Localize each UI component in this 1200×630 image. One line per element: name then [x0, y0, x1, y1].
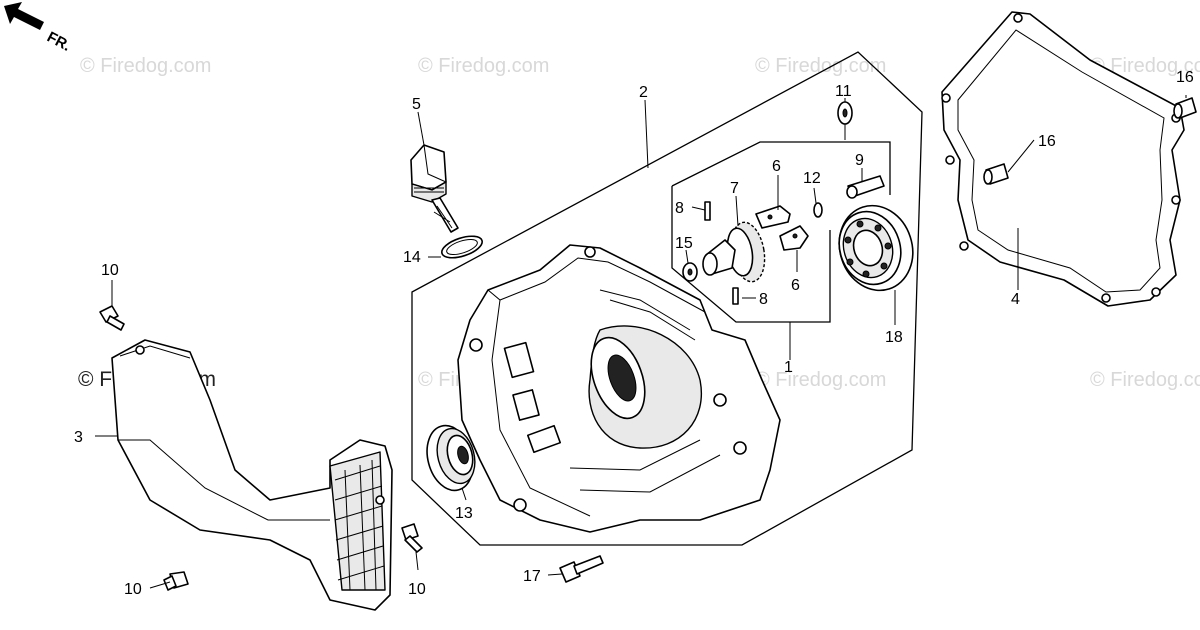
callout-label: 3 — [74, 429, 83, 446]
governor-weight — [755, 205, 791, 229]
callout-label: 2 — [639, 84, 648, 101]
callout-label: 18 — [885, 329, 903, 346]
callout-label: 16 — [1176, 69, 1194, 86]
callout-label: 7 — [730, 180, 739, 197]
governor-weight — [779, 225, 809, 251]
watermark: © Firedog.com — [80, 55, 211, 77]
fan-shroud — [111, 339, 393, 611]
watermark: © Firedog.com — [755, 55, 886, 77]
callout-label: 15 — [675, 235, 693, 252]
callout-label: 6 — [772, 158, 781, 175]
thrust-washer-hole — [842, 108, 848, 118]
callout-label: 6 — [791, 277, 800, 294]
flange-bolt — [401, 523, 423, 553]
front-label: FR. — [44, 29, 73, 55]
pin — [732, 287, 739, 305]
washer-hole — [687, 268, 693, 276]
crankcase-cover — [457, 244, 781, 533]
callout-label: 8 — [759, 291, 768, 308]
governor-gear — [702, 221, 766, 283]
callout-label: 8 — [675, 200, 684, 217]
clip — [813, 202, 823, 218]
callout-label: 13 — [455, 505, 473, 522]
cover-bolt — [559, 555, 604, 583]
flange-bolt — [163, 571, 189, 591]
oil-filler-cap — [410, 144, 459, 233]
callout-label: 16 — [1038, 133, 1056, 150]
watermark: © Firedog.com — [755, 369, 886, 391]
callout-label: 14 — [403, 249, 421, 266]
callout-label: 10 — [408, 581, 426, 598]
watermark: © Firedog.com — [418, 55, 549, 77]
pin — [704, 201, 711, 221]
oil-seal — [426, 424, 476, 492]
ball-bearing — [838, 204, 914, 292]
o-ring-inner — [446, 238, 478, 256]
dowel-pin — [1173, 97, 1197, 119]
callout-label: 12 — [803, 170, 821, 187]
callout-label: 9 — [855, 152, 864, 169]
governor-shaft — [846, 175, 885, 199]
dowel-pin — [983, 163, 1009, 185]
flange-bolt — [99, 305, 125, 331]
callout-label: 4 — [1011, 291, 1020, 308]
callout-label: 1 — [784, 359, 793, 376]
callout-label: 10 — [124, 581, 142, 598]
callout-labels: 1 2 3 4 5 6 6 7 8 8 9 10 10 10 11 12 13 … — [74, 69, 1194, 598]
assembly-outline-2 — [411, 51, 923, 546]
callout-label: 11 — [835, 83, 852, 100]
leader-lines — [95, 95, 1187, 589]
cover-gasket — [941, 11, 1185, 307]
assembly-outline-1b — [671, 186, 831, 323]
watermark: © Firedog.com — [1090, 369, 1200, 391]
callout-label: 17 — [523, 568, 541, 585]
front-direction-arrow: FR. — [4, 2, 73, 55]
arrow-icon — [4, 2, 44, 30]
callout-label: 10 — [101, 262, 119, 279]
assembly-outline-1 — [671, 141, 891, 195]
callout-label: 5 — [412, 96, 421, 113]
o-ring — [441, 235, 483, 259]
watermark: © Firedog.com — [1090, 55, 1200, 77]
